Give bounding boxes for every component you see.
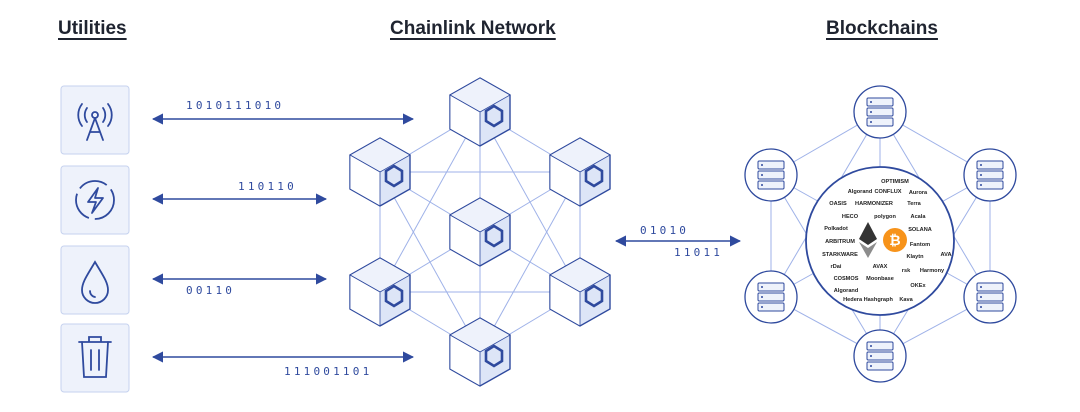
blockchain-logo: Fantom [910, 242, 930, 248]
node-lower-left [348, 256, 412, 328]
blockchain-logo: rDai [831, 264, 842, 270]
server-upper-right [963, 148, 1017, 202]
svg-text:₿: ₿ [889, 232, 900, 248]
blockchain-logo: HARMONIZER [855, 201, 893, 207]
node-upper-left [348, 136, 412, 208]
ethereum-icon [859, 222, 877, 258]
blockchain-logo: Moonbase [866, 276, 894, 282]
blockchain-logo: AVA [941, 252, 952, 258]
blockchain-logo: Klaytn [906, 254, 924, 260]
node-upper-right [548, 136, 612, 208]
blockchain-logo: STARKWARE [822, 252, 858, 258]
blockchain-logo: Harmony [920, 268, 945, 274]
blockchain-logo: Terra [907, 201, 921, 207]
blockchain-logo: Aurora [909, 190, 928, 196]
lightning-icon [75, 180, 115, 220]
blockchain-logo: OASIS [829, 201, 847, 207]
waste-binary: 111001101 [284, 365, 372, 378]
arrows [151, 113, 742, 363]
water-drop-icon [81, 260, 109, 304]
utilities-header: Utilities [58, 18, 127, 39]
utility-tower [60, 85, 130, 155]
tower-binary: 1010111010 [186, 99, 284, 112]
chain-binary-top: 01010 [640, 224, 689, 237]
bitcoin-icon: ₿ [883, 228, 907, 252]
blockchain-logo: Acala [911, 214, 927, 220]
blockchain-logo: rsk [902, 268, 911, 274]
network-nodes [348, 76, 612, 388]
node-center [448, 196, 512, 268]
power-binary: 110110 [238, 180, 297, 193]
blockchain-logo: ARBITRUM [825, 239, 855, 245]
blockchain-logo: SOLANA [908, 227, 932, 233]
node-bottom [448, 316, 512, 388]
server-bottom [853, 329, 907, 383]
server-lower-right [963, 270, 1017, 324]
utility-power [60, 165, 130, 235]
blockchain-logo: polygon [874, 214, 896, 220]
node-top [448, 76, 512, 148]
blockchain-logo: AVAX [873, 264, 888, 270]
broadcast-tower-icon [77, 103, 113, 141]
blockchain-logo: OPTIMISM [881, 179, 909, 185]
node-lower-right [548, 256, 612, 328]
blockchain-logo: HECO [842, 214, 859, 220]
blockchain-logo: OKEx [910, 283, 926, 289]
server-top [853, 85, 907, 139]
water-binary: 00110 [186, 284, 235, 297]
blockchain-logo: Polkadot [824, 226, 848, 232]
trash-can-icon [78, 336, 112, 378]
blockchain-logo: Algorand [848, 189, 873, 195]
blockchain-logo: Kava [899, 297, 913, 303]
server-upper-left [744, 148, 798, 202]
utility-water [60, 245, 130, 315]
blockchain-logo: Algorand [834, 288, 859, 294]
utility-waste [60, 323, 130, 393]
blockchain-logo: CONFLUX [874, 189, 901, 195]
chain-binary-bottom: 11011 [674, 246, 723, 259]
network-header: Chainlink Network [390, 18, 556, 39]
blockchain-logo: COSMOS [834, 276, 859, 282]
server-lower-left [744, 270, 798, 324]
blockchains-header: Blockchains [826, 18, 938, 39]
blockchain-logo: Hedera Hashgraph [843, 297, 893, 303]
